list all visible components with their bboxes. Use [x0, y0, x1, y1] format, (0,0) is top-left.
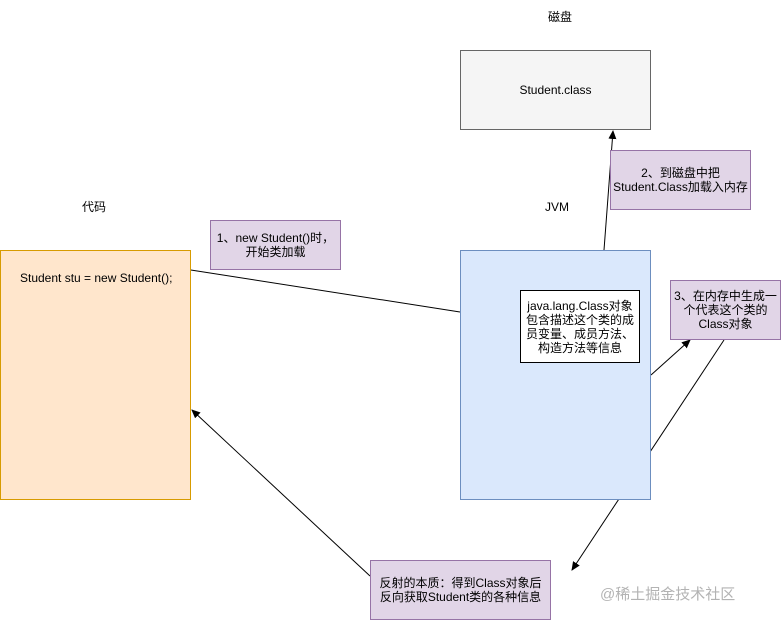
- jvm-box: [460, 250, 651, 500]
- note-line: 3、在内存中生成一: [674, 289, 777, 303]
- arrow-jvm-to-note3: [650, 339, 691, 376]
- class-object-line: 构造方法等信息: [537, 340, 622, 355]
- jvm-label: JVM: [545, 200, 569, 214]
- class-object-line: java.lang.Class对象: [527, 298, 633, 313]
- class-object-line: 员变量、成员方法、: [525, 326, 634, 341]
- note-line: 反向获取Student类的各种信息: [379, 590, 542, 604]
- arrow-reflection-to-code: [191, 409, 371, 577]
- code-label: 代码: [82, 200, 107, 214]
- note-line: Class对象: [698, 317, 753, 331]
- disk-box-text: Student.class: [519, 83, 592, 97]
- note-line: 个代表这个类的: [683, 303, 768, 317]
- note-line: Student.Class加载入内存: [613, 180, 748, 194]
- disk-label: 磁盘: [548, 10, 573, 24]
- class-object-line: 包含描述这个类的成: [525, 312, 634, 327]
- note-line: 2、到磁盘中把: [641, 166, 720, 180]
- class-object-box: java.lang.Class对象 包含描述这个类的成 员变量、成员方法、 构造…: [520, 290, 640, 363]
- code-box: Student stu = new Student();: [0, 250, 191, 500]
- arrow-jvm-to-code: [177, 265, 461, 313]
- code-box-text: Student stu = new Student();: [20, 271, 173, 285]
- disk-student-class-box: Student.class: [460, 50, 651, 130]
- note-line: 反射的本质：得到Class对象后: [379, 576, 542, 590]
- note-step-1: 1、new Student()时， 开始类加载: [210, 220, 341, 270]
- note-step-3: 3、在内存中生成一 个代表这个类的 Class对象: [670, 280, 781, 340]
- note-reflection-essence: 反射的本质：得到Class对象后 反向获取Student类的各种信息: [370, 560, 551, 620]
- note-step-2: 2、到磁盘中把 Student.Class加载入内存: [610, 150, 751, 210]
- note-line: 1、new Student()时，: [216, 231, 335, 245]
- note-line: 开始类加载: [245, 245, 306, 259]
- watermark: @稀土掘金技术社区: [600, 586, 736, 603]
